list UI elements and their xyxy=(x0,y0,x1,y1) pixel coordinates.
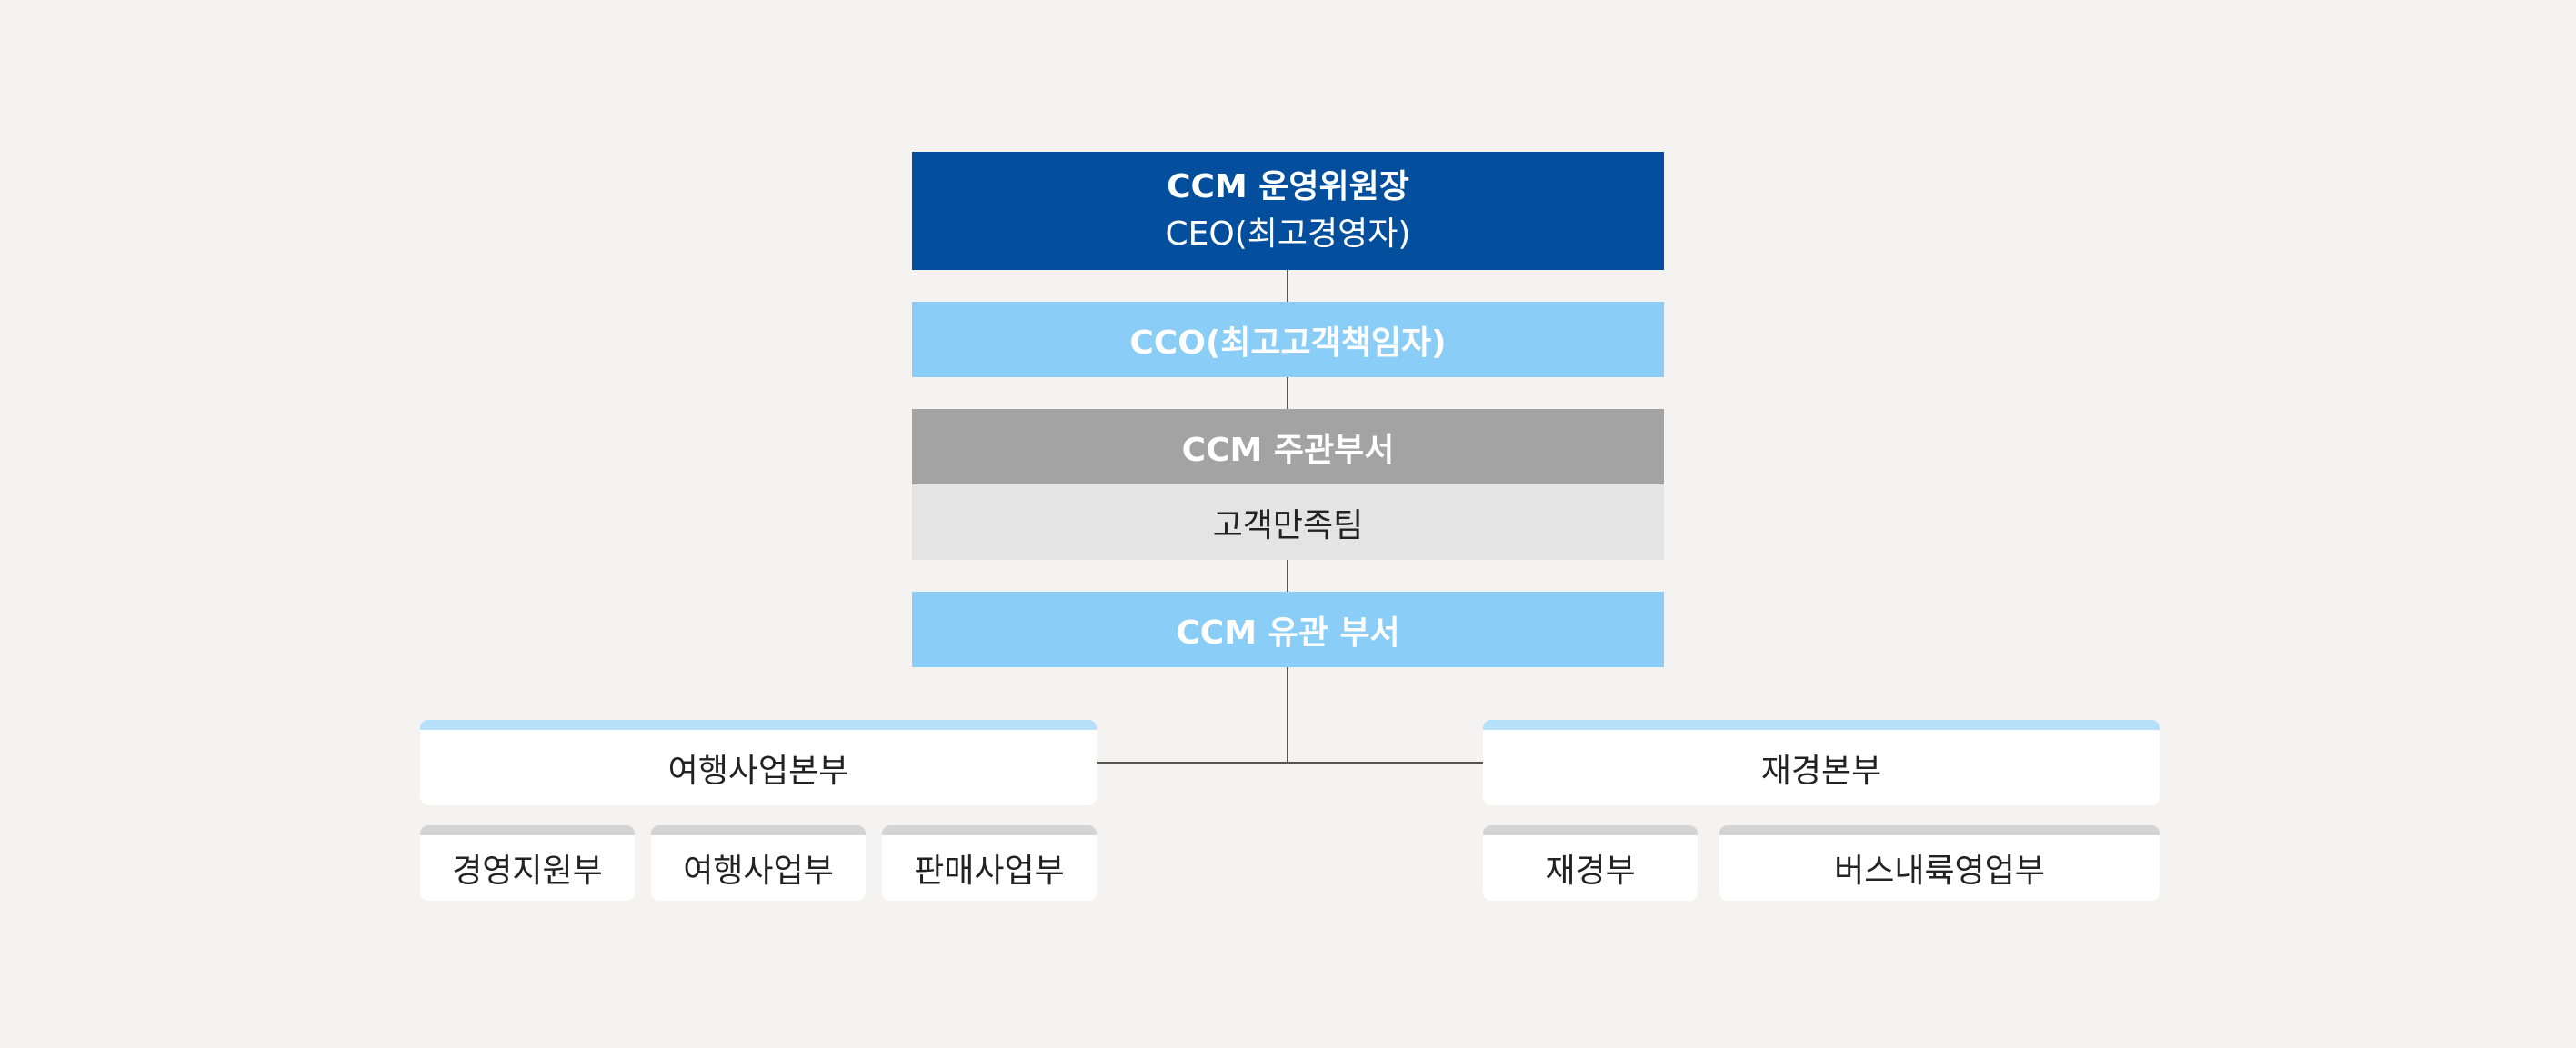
connector-related-trunk xyxy=(1287,667,1288,764)
subdepartment-name: 버스내륙영업부 xyxy=(1834,853,2045,890)
subdepartment-name: 여행사업부 xyxy=(683,853,834,890)
connector-divisions-horizontal xyxy=(1097,762,1483,764)
subdepartment-travel-business: 여행사업부 xyxy=(651,825,866,901)
connector-main-dept-related xyxy=(1287,560,1288,592)
subdepartment-management-support: 경영지원부 xyxy=(420,825,635,901)
related-departments-node: CCM 유관 부서 xyxy=(912,592,1664,667)
main-department-title: CCM 주관부서 xyxy=(1181,431,1395,469)
subdepartment-name: 경영지원부 xyxy=(452,853,603,890)
subdepartment-sales-business: 판매사업부 xyxy=(882,825,1097,901)
ceo-node: CCM 운영위원장 CEO(최고경영자) xyxy=(912,152,1664,270)
main-department-header: CCM 주관부서 xyxy=(912,409,1664,484)
related-departments-title: CCM 유관 부서 xyxy=(1176,614,1400,652)
ceo-subtitle: CEO(최고경영자) xyxy=(1165,215,1411,253)
connector-ceo-cco xyxy=(1287,270,1288,302)
subdepartment-finance: 재경부 xyxy=(1483,825,1698,901)
division-name: 재경본부 xyxy=(1760,752,1882,790)
main-department-team-label: 고객만족팀 xyxy=(1212,506,1364,544)
division-name: 여행사업본부 xyxy=(667,752,849,790)
subdepartment-name: 재경부 xyxy=(1545,853,1636,890)
subdepartment-name: 판매사업부 xyxy=(914,853,1065,890)
cco-title: CCO(최고고객책임자) xyxy=(1129,324,1447,362)
ceo-title: CCM 운영위원장 xyxy=(1167,168,1409,205)
subdepartment-bus-domestic-sales: 버스내륙영업부 xyxy=(1719,825,2160,901)
division-travel: 여행사업본부 xyxy=(420,720,1097,805)
connector-cco-main-dept xyxy=(1287,377,1288,409)
main-department-team: 고객만족팀 xyxy=(912,484,1664,560)
division-finance: 재경본부 xyxy=(1483,720,2160,805)
cco-node: CCO(최고고객책임자) xyxy=(912,302,1664,377)
